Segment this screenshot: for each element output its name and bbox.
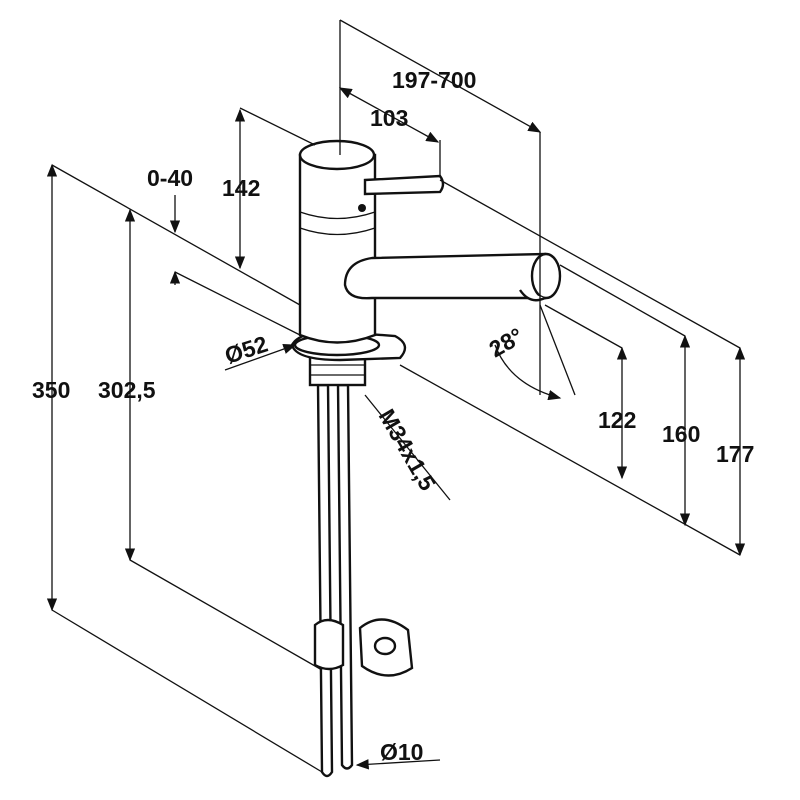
dim-body-height: 177 xyxy=(716,441,754,467)
dim-lever-height: 142 xyxy=(222,175,260,201)
dim-total-height: 350 xyxy=(32,377,70,403)
dim-spout-reach: 103 xyxy=(370,105,408,131)
dim-mounting-thickness: 0-40 xyxy=(147,165,193,191)
dim-under-counter: 302,5 xyxy=(98,377,156,403)
dim-hose-extension: 197-700 xyxy=(392,67,476,93)
spout xyxy=(343,252,562,302)
faucet-body xyxy=(298,139,377,344)
lever-handle xyxy=(363,174,445,196)
hose-clip xyxy=(313,618,414,677)
dimension-lines xyxy=(46,19,746,773)
supply-hoses xyxy=(316,383,354,778)
dim-hose-diameter: Ø10 xyxy=(380,739,423,765)
dim-thread: M34x1,5 xyxy=(374,405,441,496)
dim-spout-height: 160 xyxy=(662,421,700,447)
dim-base-diameter: Ø52 xyxy=(222,331,271,369)
dim-outlet-height: 122 xyxy=(598,407,636,433)
dim-spout-angle: 28° xyxy=(485,322,528,362)
